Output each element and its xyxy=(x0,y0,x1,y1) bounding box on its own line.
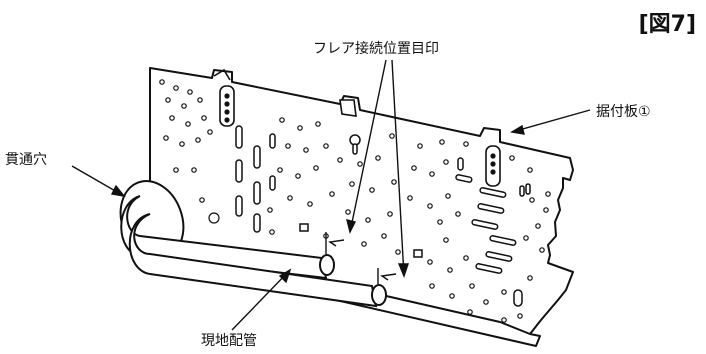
label-through-hole: 貫通穴 xyxy=(5,152,47,168)
flare-marks xyxy=(325,232,397,284)
plate-holes xyxy=(159,79,551,323)
label-mounting-plate: 据付板① xyxy=(596,104,651,120)
field-piping xyxy=(120,195,387,308)
keyhole xyxy=(349,134,361,155)
leader-lines xyxy=(71,59,591,331)
plate-slots xyxy=(235,125,531,307)
figure-number: [図7] xyxy=(638,12,696,37)
plate-tabs xyxy=(213,68,501,187)
label-field-piping: 現地配管 xyxy=(201,333,257,349)
label-flare-mark: フレア接続位置目印 xyxy=(313,41,439,57)
